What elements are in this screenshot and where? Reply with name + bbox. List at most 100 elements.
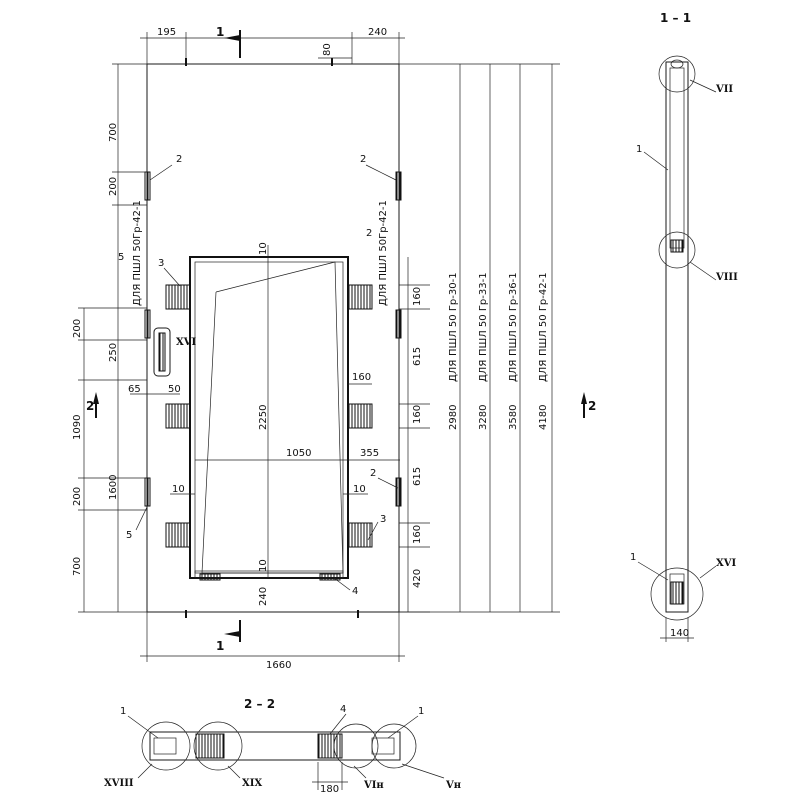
panel-name-3: ПШЛ 50 Гр-36-1 — [508, 272, 519, 356]
callout-v-n: Vн — [445, 780, 461, 791]
callout-vi-n: VIн — [363, 780, 384, 791]
pos-5-a: 5 — [118, 252, 124, 263]
for-word-4: ДЛЯ — [538, 360, 549, 382]
dim-140: 140 — [670, 628, 689, 639]
dim-200-a: 200 — [108, 177, 119, 196]
detail-circle-xviii — [141, 721, 191, 771]
detail-circle-xix — [193, 721, 243, 771]
detail-circle-vii — [658, 55, 696, 93]
pos-4-b: 4 — [340, 704, 346, 715]
section-22-title: 2 – 2 — [244, 697, 275, 711]
section-22-box-left — [153, 737, 177, 755]
pos-1-d: 1 — [418, 706, 424, 717]
section-2-2: 2 – 2 1 4 1 XVIII XIX VIн Vн 180 — [104, 697, 461, 795]
vdim-615-a: 615 — [412, 347, 423, 366]
height-3580: 3580 — [508, 405, 519, 430]
section-1-1: 1 – 1 1 VII VIII XVI 1 140 — [630, 11, 738, 642]
door-opening — [189, 256, 349, 579]
left-dimensions: 700 200 200 250 1090 1600 200 700 2 65 5… — [72, 63, 181, 613]
for-word-2: ДЛЯ — [478, 360, 489, 382]
pos-1-a: 1 — [636, 144, 642, 155]
pos-3-b: 3 — [380, 514, 386, 525]
pos-3-a: 3 — [158, 258, 164, 269]
for-word-1: ДЛЯ — [448, 360, 459, 382]
note-left: ДЛЯ ПШЛ 50Гр-42-1 — [132, 200, 143, 306]
pos-2-a: 2 — [176, 154, 182, 165]
dim-700-top: 700 — [108, 123, 119, 142]
dim-80: 80 — [322, 43, 333, 56]
dim-65: 65 — [128, 384, 141, 395]
dim-1600: 1600 — [108, 475, 119, 500]
section-22-box-right — [371, 737, 395, 755]
vdim-160-c: 160 — [412, 525, 423, 544]
section-22-hatch-right — [317, 733, 343, 759]
plate-left-bot — [144, 477, 151, 507]
dim-250: 250 — [108, 343, 119, 362]
section-2-left-label: 2 — [86, 399, 94, 413]
plan-callouts: ДЛЯ ПШЛ 50Гр-42-1 ДЛЯ ПШЛ 50Гр-42-1 2 2 … — [118, 154, 399, 597]
main-plan — [144, 58, 402, 618]
pos-2-d: 2 — [370, 468, 376, 479]
pos-2-c: 2 — [366, 228, 372, 239]
callout-xix: XIX — [242, 778, 262, 789]
vdim-160-a: 160 — [412, 287, 423, 306]
plate-left-mid — [144, 309, 151, 339]
loop-top — [670, 59, 684, 69]
door-frame-inner — [194, 261, 344, 574]
detail-xvi-bar — [670, 581, 684, 605]
dim-10-left: 10 — [172, 484, 185, 495]
dim-1090: 1090 — [72, 415, 83, 440]
interior-dimensions: 10 2250 1050 355 160 10 10 — [170, 242, 379, 495]
callout-vii: VII — [715, 84, 733, 95]
section-22-body — [149, 731, 401, 761]
panel-name-4: ПШЛ 50 Гр-42-1 — [538, 272, 549, 356]
vdim-160-b: 160 — [412, 405, 423, 424]
panel-name-1: ПШЛ 50 Гр-30-1 — [448, 272, 459, 356]
dim-50: 50 — [168, 384, 181, 395]
height-3280: 3280 — [478, 405, 489, 430]
embed-right-3 — [347, 522, 373, 548]
callout-xvi-b: XVI — [716, 558, 737, 569]
dim-1660: 1660 — [266, 660, 291, 671]
dim-240-bot: 240 — [258, 587, 269, 606]
dim-200-b: 200 — [72, 319, 83, 338]
plate-right-mid — [395, 309, 402, 339]
plate-left-top — [144, 171, 151, 201]
threshold — [194, 570, 344, 579]
section-11-frame — [669, 67, 685, 249]
top-dimensions: 195 240 80 1 — [140, 25, 405, 64]
right-dimensions: 160 615 160 615 160 420 — [399, 257, 430, 613]
dim-700-bot: 700 — [72, 557, 83, 576]
plate-right-bot — [395, 477, 402, 507]
threshold-hatch-left — [199, 573, 221, 581]
door-leaf — [201, 261, 344, 574]
pos-1-c: 1 — [120, 706, 126, 717]
callout-xviii: XVIII — [104, 778, 134, 789]
callout-viii: VIII — [715, 272, 738, 283]
section-1-bot-label: 1 — [216, 639, 224, 653]
dim-195: 195 — [157, 27, 176, 38]
dim-200-c: 200 — [72, 487, 83, 506]
pos-5-b: 5 — [126, 530, 132, 541]
section-2-right-label: 2 — [588, 399, 596, 413]
dim-10-bot: 10 — [258, 559, 269, 572]
dim-1050: 1050 — [286, 448, 311, 459]
pos-2-b: 2 — [360, 154, 366, 165]
note-right: ДЛЯ ПШЛ 50Гр-42-1 — [378, 200, 389, 306]
panel-name-2: ПШЛ 50 Гр-33-1 — [478, 272, 489, 356]
threshold-hatch-right — [319, 573, 341, 581]
dim-2250: 2250 — [258, 405, 269, 430]
lifting-loop — [153, 327, 171, 377]
dim-355: 355 — [360, 448, 379, 459]
embed-right-2 — [347, 403, 373, 429]
embed-right-1 — [347, 284, 373, 310]
section-1-top-label: 1 — [216, 25, 224, 39]
embed-left-2 — [165, 403, 191, 429]
dim-180: 180 — [320, 784, 339, 795]
pos-1-b: 1 — [630, 552, 636, 563]
for-word-3: ДЛЯ — [508, 360, 519, 382]
dim-240-top: 240 — [368, 27, 387, 38]
lifting-loop-core — [158, 332, 166, 372]
